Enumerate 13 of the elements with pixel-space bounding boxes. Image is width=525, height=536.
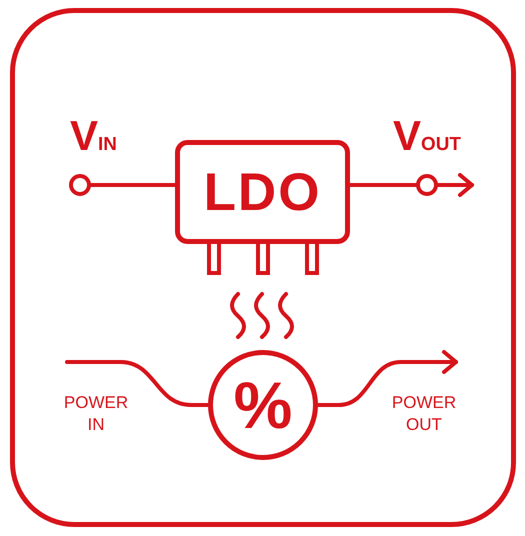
component-label: LDO — [204, 166, 322, 218]
flow-label: POWER IN — [64, 392, 128, 436]
connector-arrow — [436, 173, 474, 197]
connector-line — [348, 183, 418, 187]
percent-circle — [208, 350, 318, 460]
curved-line — [65, 360, 210, 407]
terminal-icon — [416, 174, 438, 196]
flow-label: POWER OUT — [392, 392, 456, 436]
component-box — [175, 140, 350, 244]
percent-sign: % — [234, 372, 292, 438]
curved-arrow — [316, 350, 458, 407]
connector-line — [89, 183, 177, 187]
terminal-icon — [69, 174, 91, 196]
